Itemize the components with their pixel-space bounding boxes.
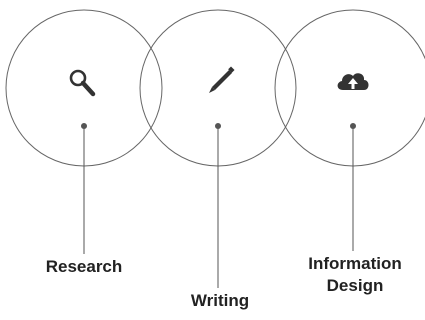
pencil-icon: [209, 66, 235, 93]
information-design-label-line-1: Information: [308, 254, 402, 273]
cloud-upload-icon: [337, 73, 369, 90]
information-design-label-line-2: Design: [326, 276, 384, 295]
search-icon: [69, 69, 96, 97]
writing-label: Writing: [190, 291, 250, 310]
information-design-label: Information Design: [300, 253, 410, 297]
research-label: Research: [45, 257, 123, 276]
